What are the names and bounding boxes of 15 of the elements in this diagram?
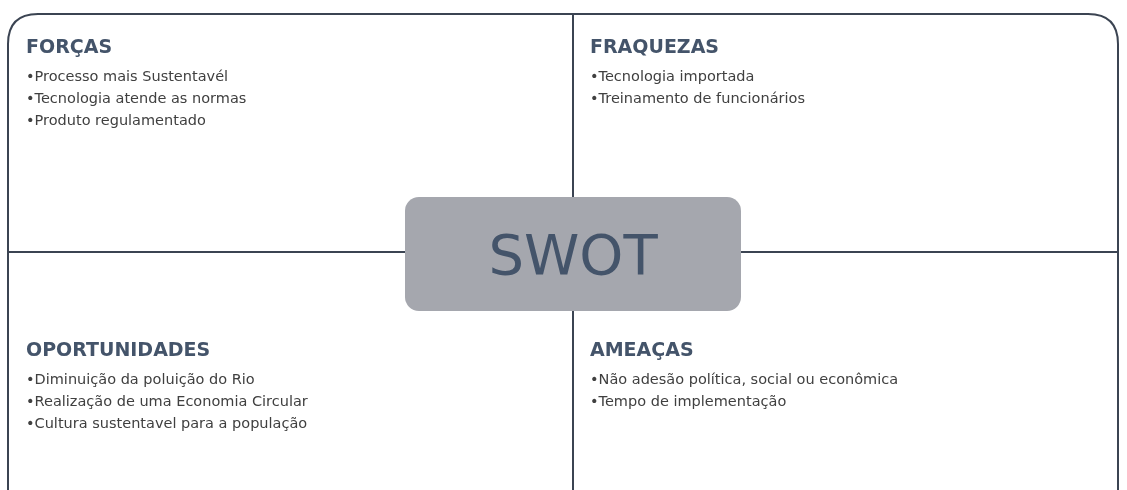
bullet-item: •Tecnologia importada — [590, 67, 756, 86]
quadrant-heading: AMEAÇAS — [590, 338, 695, 360]
bullet-item: •Cultura sustentavel para a população — [26, 414, 308, 433]
bullet-item: •Diminuição da poluição do Rio — [26, 370, 256, 389]
bullet-item: •Processo mais Sustentavél — [26, 67, 230, 86]
quadrant-heading: FRAQUEZAS — [590, 35, 721, 57]
bullet-item: •Tempo de implementação — [590, 392, 788, 411]
quadrant-heading: FORÇAS — [26, 35, 114, 57]
bullet-item: •Não adesão política, social ou econômica — [590, 370, 899, 389]
bullet-item: •Produto regulamentado — [26, 111, 207, 130]
bullet-item: •Realização de uma Economia Circular — [26, 392, 308, 411]
bullet-item: •Treinamento de funcionários — [590, 89, 805, 108]
bullet-item: •Tecnologia atende as normas — [26, 89, 247, 108]
quadrant-heading: OPORTUNIDADES — [26, 338, 212, 360]
center-title-panel: SWOT — [405, 197, 741, 311]
